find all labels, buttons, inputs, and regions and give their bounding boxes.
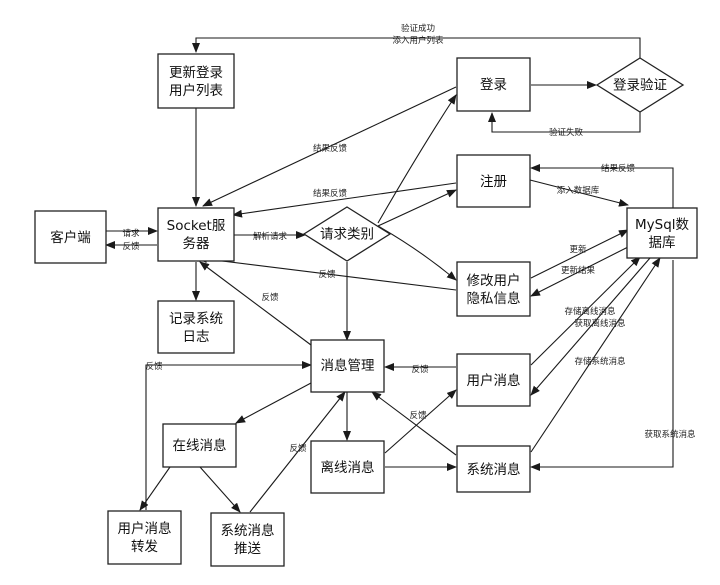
edge-online-to-forward (139, 466, 171, 511)
label-msg-feedback: 反馈 (261, 292, 279, 303)
node-modify-label-2: 隐私信息 (467, 290, 521, 307)
edge-type-to-register (377, 189, 457, 227)
node-forward-label-2: 转发 (131, 539, 158, 555)
node-online-message: 在线消息 (162, 423, 237, 468)
label-usermsg-feedback: 反馈 (411, 364, 429, 375)
edge-db-update-result (530, 244, 633, 297)
node-login-label: 登录 (480, 77, 507, 93)
node-socket-label-2: 务器 (183, 236, 210, 252)
node-push-label-2: 推送 (234, 541, 261, 557)
edge-msg-to-online (235, 382, 312, 424)
label-store-offline: 存储离线消息 (564, 306, 616, 317)
node-system-message: 系统消息 (456, 445, 531, 493)
edge-verify-success (192, 37, 641, 60)
edge-offline-to-usermsg (384, 389, 457, 454)
node-msg-mgmt-label: 消息管理 (321, 357, 375, 374)
node-login-verify-label: 登录验证 (613, 78, 667, 94)
label-verify-success-2: 添入用户列表 (392, 35, 444, 46)
edge-forward-feedback (145, 361, 312, 510)
label-login-result-feedback: 结果反馈 (313, 143, 348, 154)
node-client: 客户端 (34, 210, 107, 264)
label-get-offline: 获取离线消息 (574, 318, 626, 329)
edge-sysmsg-store (530, 257, 661, 453)
edge-register-to-db (529, 179, 629, 207)
node-update-login-list: 更新登录 用户列表 (157, 53, 235, 109)
node-user-message: 用户消息 (456, 353, 531, 407)
node-system-msg-label: 系统消息 (467, 461, 521, 478)
node-modify-privacy: 修改用户 隐私信息 (456, 261, 531, 317)
node-request-type: 请求类别 (302, 206, 392, 262)
edge-type-to-modify (377, 225, 457, 281)
node-user-msg-label: 用户消息 (467, 372, 521, 389)
node-user-msg-forward: 用户消息 转发 (107, 510, 182, 565)
label-register-result-feedback: 结果反馈 (313, 188, 348, 199)
edge-modify-feedback (197, 255, 457, 291)
node-socket-label-1: Socket服 (167, 218, 226, 234)
label-push-feedback: 反馈 (289, 443, 307, 454)
node-socket-server: Socket服 务器 (157, 207, 235, 262)
node-register-label: 注册 (480, 174, 507, 190)
label-verify-success-1: 验证成功 (401, 23, 435, 34)
node-offline-message: 离线消息 (310, 440, 385, 494)
edge-msg-feedback (199, 261, 312, 346)
edge-db-register-feedback (530, 164, 674, 208)
node-mysql-label-1: MySql数 (635, 217, 690, 233)
label-add-db: 添入数据库 (557, 185, 600, 196)
edge-modify-update (530, 229, 629, 279)
edge-sysmsg-feedback (371, 391, 457, 456)
edge-labels: 验证成功 添入用户列表 验证失败 结果反馈 结果反馈 请求 反馈 解析请求 反馈… (122, 23, 696, 454)
node-system-msg-push: 系统消息 推送 (210, 512, 285, 567)
label-update: 更新 (569, 244, 587, 255)
label-client-feedback: 反馈 (122, 241, 140, 252)
node-login-verify: 登录验证 (595, 57, 685, 113)
edge-online-to-push (199, 466, 241, 513)
node-login: 登录 (456, 57, 531, 112)
node-log: 记录系统 日志 (157, 300, 235, 354)
node-push-label-1: 系统消息 (221, 522, 275, 539)
node-request-type-label: 请求类别 (320, 227, 374, 243)
node-message-management: 消息管理 (310, 339, 385, 393)
edge-db-get-system (530, 260, 674, 471)
label-get-system: 获取系统消息 (644, 429, 696, 440)
node-offline-msg-label: 离线消息 (321, 459, 375, 476)
edge-push-feedback (249, 391, 346, 513)
node-update-label-2: 用户列表 (169, 82, 223, 99)
node-modify-label-1: 修改用户 (467, 272, 521, 289)
node-forward-label-1: 用户消息 (118, 520, 172, 537)
node-mysql-label-2: 据库 (649, 235, 676, 251)
node-log-label-1: 记录系统 (169, 311, 223, 327)
edge-type-to-login (377, 94, 457, 224)
node-register: 注册 (456, 154, 531, 208)
edge-usermsg-store (530, 256, 641, 366)
edge-login-feedback (202, 86, 457, 207)
label-forward-feedback: 反馈 (145, 361, 163, 372)
node-online-msg-label: 在线消息 (173, 437, 227, 454)
label-store-system: 存储系统消息 (574, 356, 626, 367)
edge-register-feedback (232, 182, 457, 218)
label-request: 请求 (122, 228, 140, 239)
node-update-label-1: 更新登录 (169, 65, 223, 81)
edge-verify-fail (488, 110, 641, 133)
edge-db-get-offline (530, 257, 651, 396)
edges (105, 37, 674, 513)
label-modify-feedback: 反馈 (318, 269, 336, 280)
node-client-label: 客户端 (50, 229, 91, 246)
label-verify-fail: 验证失败 (549, 127, 584, 138)
label-offline-feedback: 反馈 (409, 410, 427, 421)
node-mysql-db: MySql数 据库 (626, 207, 698, 259)
node-log-label-2: 日志 (183, 329, 210, 345)
label-db-register-feedback: 结果反馈 (601, 163, 636, 174)
label-update-result: 更新结果 (561, 265, 596, 276)
label-parse-request: 解析请求 (253, 231, 288, 242)
nodes: 客户端 Socket服 务器 记录系统 日志 更新登录 用户列表 登录 登录验证 (34, 53, 698, 567)
